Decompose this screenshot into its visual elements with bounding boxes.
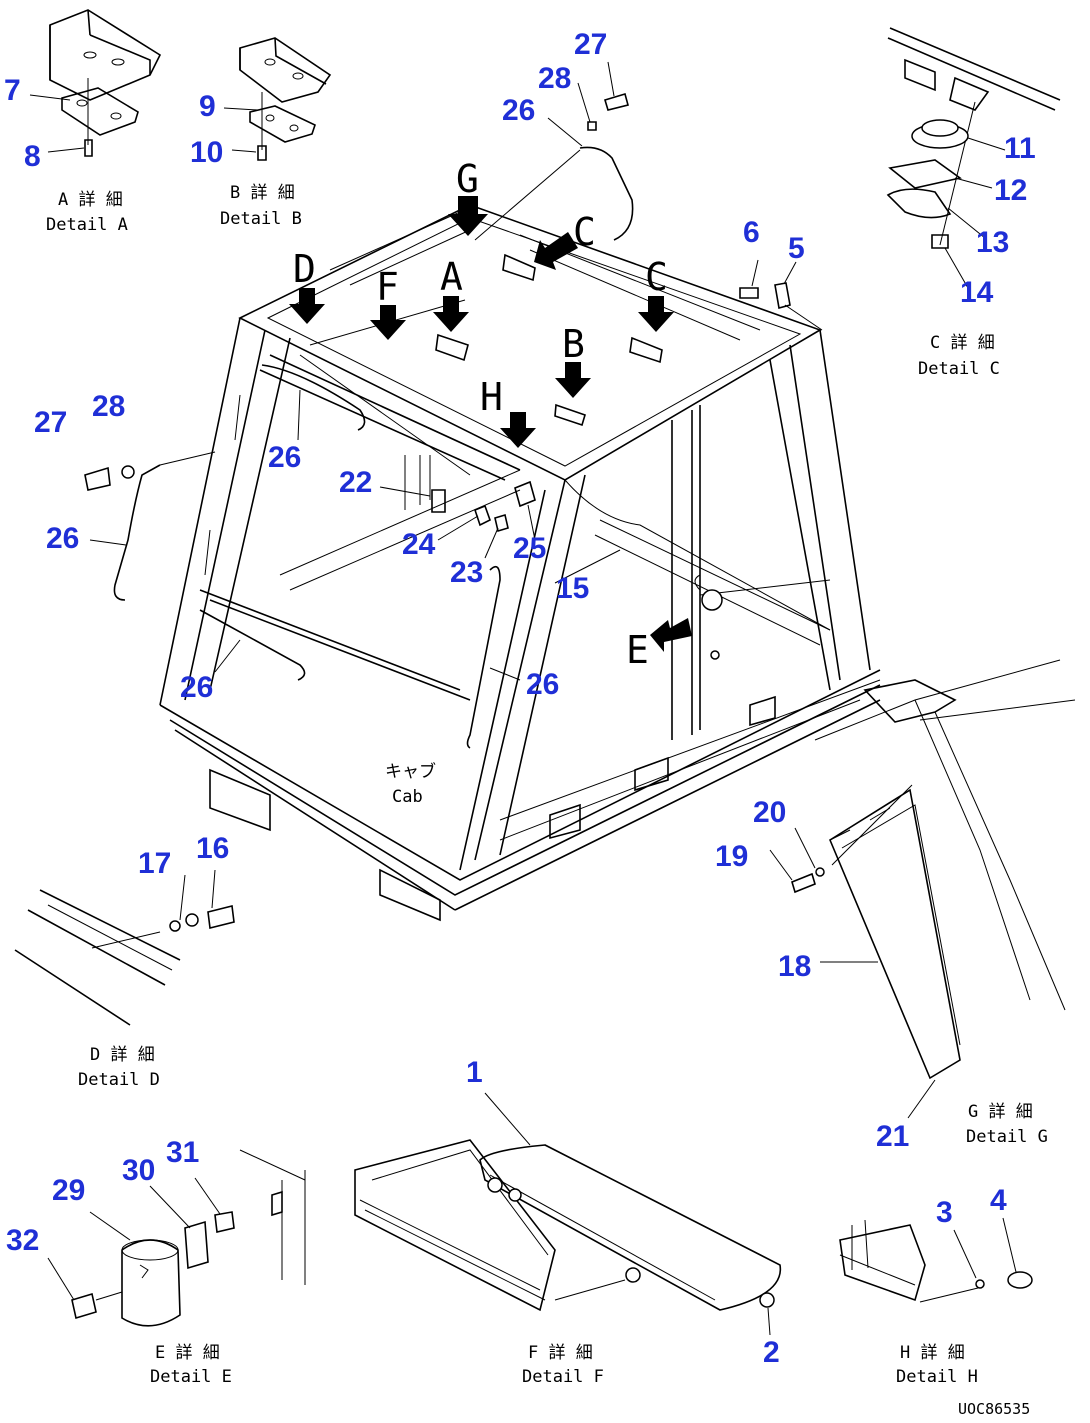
part-number: 28 xyxy=(538,62,571,95)
part-number: 14 xyxy=(960,276,994,309)
caption-cab-jp: キャブ xyxy=(385,761,436,782)
part-number: 1 xyxy=(466,1056,483,1089)
part-number: 30 xyxy=(122,1154,155,1187)
part-number: 7 xyxy=(4,74,21,107)
part-number: 13 xyxy=(976,226,1009,259)
part-number: 29 xyxy=(52,1174,85,1207)
part-number: 11 xyxy=(1004,132,1036,165)
part-number: 23 xyxy=(450,556,483,589)
caption-detail-g: Detail G xyxy=(966,1127,1048,1147)
part-number: 21 xyxy=(876,1120,909,1153)
handrail-26-left xyxy=(84,451,216,601)
part-number: 12 xyxy=(994,174,1027,207)
part-number: 18 xyxy=(778,950,811,983)
detail-g-drawing xyxy=(791,659,1076,1080)
part-number: 9 xyxy=(199,90,216,123)
part-number: 26 xyxy=(46,522,79,555)
caption-cab: Cab xyxy=(392,787,423,807)
part-number: 17 xyxy=(138,847,171,880)
caption-detail-h: Detail H xyxy=(896,1367,978,1387)
detail-d-drawing xyxy=(14,889,235,1026)
view-letter-b: B xyxy=(562,322,585,366)
caption-detail-d-jp: D 詳 細 xyxy=(90,1045,155,1065)
view-letter-e: E xyxy=(626,628,649,672)
part-number: 20 xyxy=(753,796,786,829)
caption-detail-b: Detail B xyxy=(220,209,302,229)
part-number: 2 xyxy=(763,1336,780,1369)
caption-detail-g-jp: G 詳 細 xyxy=(968,1102,1033,1122)
view-letter-labels: G D F A C C B H E xyxy=(293,157,668,672)
part-number: 27 xyxy=(574,28,607,61)
caption-detail-c-jp: C 詳 細 xyxy=(930,333,995,353)
part-number: 24 xyxy=(402,528,436,561)
detail-captions: A 詳 細 Detail A B 詳 細 Detail B C 詳 細 Deta… xyxy=(46,183,1048,1387)
part-number: 15 xyxy=(556,572,589,605)
part-number: 22 xyxy=(339,466,372,499)
part-number: 3 xyxy=(936,1196,953,1229)
part-number: 8 xyxy=(24,140,41,173)
part-number: 5 xyxy=(788,232,805,265)
leader-lines xyxy=(29,61,1017,1336)
part-number: 27 xyxy=(34,406,67,439)
part-number: 26 xyxy=(502,94,535,127)
caption-detail-b-jp: B 詳 細 xyxy=(230,183,295,203)
handrail-26-top xyxy=(474,92,634,241)
detail-b-drawing xyxy=(239,37,332,161)
part-number: 16 xyxy=(196,832,229,865)
view-arrows xyxy=(289,196,692,652)
caption-detail-a-jp: A 詳 細 xyxy=(58,190,123,210)
part-number: 19 xyxy=(715,840,748,873)
view-letter-c: C xyxy=(645,255,668,299)
caption-detail-a: Detail A xyxy=(46,215,128,235)
caption-detail-e-jp: E 詳 細 xyxy=(155,1343,220,1363)
caption-detail-c: Detail C xyxy=(918,359,1000,379)
detail-h-drawing xyxy=(839,1219,1033,1303)
drawing-number: UOC86535 xyxy=(958,1400,1030,1418)
view-letter-f: F xyxy=(376,265,399,309)
part-number: 26 xyxy=(526,668,559,701)
part-number: 26 xyxy=(268,441,301,474)
view-letter-c: C xyxy=(573,210,596,254)
caption-detail-d: Detail D xyxy=(78,1070,160,1090)
part-number: 28 xyxy=(92,390,125,423)
part-number: 25 xyxy=(513,532,546,565)
detail-c-drawing xyxy=(886,27,1061,249)
detail-f-drawing xyxy=(354,1139,782,1312)
part-number-labels: 7 8 9 10 27 28 26 11 12 13 14 6 5 27 28 … xyxy=(4,28,1036,1369)
view-letter-h: H xyxy=(480,375,503,419)
caption-detail-h-jp: H 詳 細 xyxy=(900,1343,965,1363)
caption-detail-f: Detail F xyxy=(522,1367,604,1387)
part-number: 10 xyxy=(190,136,223,169)
part-number: 6 xyxy=(743,216,760,249)
part-number: 4 xyxy=(990,1184,1007,1217)
part-number: 32 xyxy=(6,1224,39,1257)
part-number: 26 xyxy=(180,671,213,704)
part-number: 31 xyxy=(166,1136,199,1169)
caption-detail-f-jp: F 詳 細 xyxy=(528,1343,593,1363)
bolt-bracket-5-6 xyxy=(739,282,823,331)
view-letter-a: A xyxy=(440,255,463,299)
detail-a-drawing xyxy=(49,9,162,157)
detail-e-drawing xyxy=(71,1149,306,1327)
view-letter-d: D xyxy=(293,247,316,291)
view-letter-g: G xyxy=(456,157,479,201)
cab-frame xyxy=(159,204,881,922)
caption-detail-e: Detail E xyxy=(150,1367,232,1387)
